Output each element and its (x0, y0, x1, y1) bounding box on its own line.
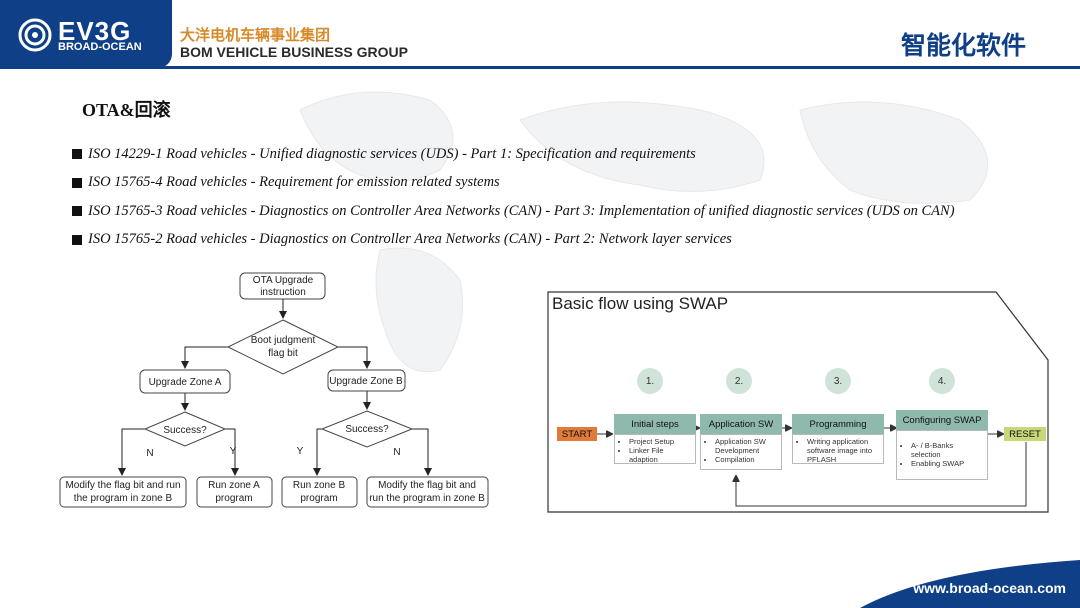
flow-node-text: run the program in zone B (369, 493, 485, 504)
flow-branch-label: Y (297, 446, 304, 457)
flow-decision-text: Success? (163, 425, 207, 436)
flow-node-text: the program in zone B (74, 493, 173, 504)
step-body: A- / B-Banks selectionEnabling SWAP (896, 430, 988, 480)
step-number-badge: 2. (726, 368, 752, 394)
flow-decision-text: Success? (345, 424, 389, 435)
company-name-en: BOM VEHICLE BUSINESS GROUP (180, 44, 408, 60)
swap-title: Basic flow using SWAP (552, 294, 729, 313)
section-title: OTA&回滚 (82, 100, 171, 120)
standard-text: ISO 15765-3 Road vehicles - Diagnostics … (88, 202, 955, 219)
ota-flowchart: OTA Upgrade instruction Boot judgment fl… (59, 272, 489, 508)
flow-branch-label: Y (230, 446, 237, 457)
standards-list: ISO 14229-1 Road vehicles - Unified diag… (72, 140, 955, 254)
step-body: Application SW DevelopmentCompilation (700, 434, 782, 470)
reset-tag: RESET (1004, 427, 1046, 441)
step-body: Writing application software image into … (792, 434, 884, 464)
step-header: Programming (792, 414, 884, 434)
header-divider (0, 66, 1080, 69)
flow-node-text: program (300, 493, 337, 504)
step-item: Application SW Development (715, 437, 777, 455)
footer-url: www.broad-ocean.com (913, 580, 1066, 596)
list-item: ISO 15765-2 Road vehicles - Diagnostics … (72, 226, 955, 255)
start-tag: START (557, 427, 597, 441)
company-name-cn: 大洋电机车辆事业集团 (180, 26, 331, 44)
list-item: ISO 14229-1 Road vehicles - Unified diag… (72, 140, 955, 169)
standard-text: ISO 15765-4 Road vehicles - Requirement … (88, 174, 500, 191)
flow-node-text: Upgrade Zone B (329, 376, 403, 387)
flow-node-text: Upgrade Zone A (149, 377, 222, 388)
flow-branch-label: N (146, 448, 153, 459)
step-header: Configuring SWAP (896, 410, 988, 430)
step-number-badge: 1. (637, 368, 663, 394)
logo-emblem-icon (18, 18, 52, 52)
bullet-icon (72, 234, 82, 245)
flow-node-text: Modify the flag bit and run (65, 480, 180, 491)
bullet-icon (72, 149, 82, 160)
flow-decision-text: flag bit (268, 348, 298, 359)
step-item: A- / B-Banks selection (911, 441, 983, 459)
swap-diagram-frame (547, 291, 1049, 513)
flow-node-text: Modify the flag bit and (378, 480, 476, 491)
flow-node-text: program (215, 493, 252, 504)
flow-node-text: Run zone B (293, 480, 346, 491)
step-item: Linker File adaption (629, 446, 691, 464)
step-number-badge: 4. (929, 368, 955, 394)
logo-subtext: BROAD-OCEAN (58, 41, 142, 53)
step-header: Application SW (700, 414, 782, 434)
step-item: Enabling SWAP (911, 459, 983, 468)
flow-node-text: Run zone A (208, 480, 260, 491)
step-number-badge: 3. (825, 368, 851, 394)
flow-start-text: OTA Upgrade (253, 275, 314, 286)
flow-decision-text: Boot judgment (251, 335, 316, 346)
list-item: ISO 15765-3 Road vehicles - Diagnostics … (72, 197, 955, 226)
header (0, 0, 1080, 68)
standard-text: ISO 15765-2 Road vehicles - Diagnostics … (88, 231, 732, 248)
step-body: Project SetupLinker File adaption (614, 434, 696, 464)
bullet-icon (72, 177, 82, 188)
page-title: 智能化软件 (900, 31, 1026, 60)
step-item: Project Setup (629, 437, 691, 446)
company-logo (0, 0, 172, 68)
logo-text: EV3G (58, 16, 132, 46)
flow-branch-label: N (393, 447, 400, 458)
flow-start-text: instruction (260, 287, 306, 298)
step-item: Compilation (715, 455, 777, 464)
bullet-icon (72, 206, 82, 217)
step-item: Writing application software image into … (807, 437, 879, 464)
standard-text: ISO 14229-1 Road vehicles - Unified diag… (88, 145, 696, 162)
step-header: Initial steps (614, 414, 696, 434)
list-item: ISO 15765-4 Road vehicles - Requirement … (72, 169, 955, 198)
